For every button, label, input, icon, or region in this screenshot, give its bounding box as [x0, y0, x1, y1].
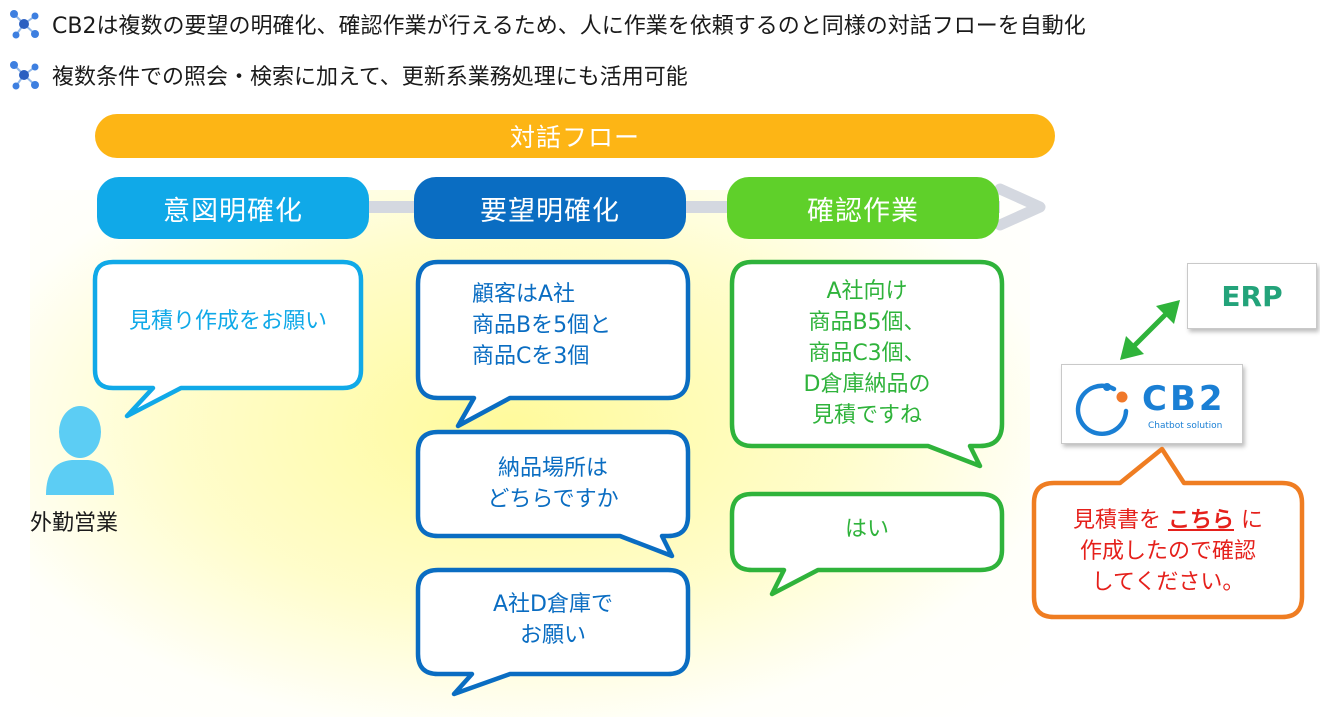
cb2-logo-box: CB2 Chatbot solution — [1061, 364, 1243, 444]
cb2-logo-subtitle: Chatbot solution — [1148, 421, 1223, 431]
bubble-text: 顧客はA社 商品Bを5個と 商品Cを3個 — [472, 281, 612, 369]
speech-bubble-shape — [415, 429, 691, 559]
bubble-text: はい — [844, 516, 889, 542]
speech-bubble-shape — [1031, 446, 1305, 620]
bubble-text: 見積り作成をお願い — [128, 308, 327, 334]
cb2-logo-text: CB2 — [1142, 379, 1226, 419]
molecule-icon — [10, 10, 39, 39]
person-label: 外勤営業 — [30, 511, 119, 536]
bullet-text-2: 複数条件での照会・検索に加えて、更新系業務処理にも活用可能 — [52, 65, 688, 90]
dialogue-flow-banner: 対話フロー — [95, 114, 1055, 158]
bubble-text: A社D倉庫で お願い — [493, 592, 613, 648]
cb2-logo-icon — [1075, 383, 1129, 437]
speech-bubble-shape — [415, 567, 691, 697]
result-text-pre: 見積書を — [1072, 508, 1168, 533]
speech-bubble-shape — [729, 491, 1005, 597]
result-link[interactable]: こちら — [1167, 508, 1234, 533]
person-icon — [46, 406, 114, 495]
flow-arrow-head-icon — [994, 183, 1046, 231]
speech-bubble-shape — [729, 259, 1005, 469]
bubble-text: 納品場所は どちらですか — [487, 456, 619, 512]
bullet-item-2: 複数条件での照会・検索に加えて、更新系業務処理にも活用可能 — [8, 58, 688, 92]
stage-intent-clarification: 意図明確化 — [97, 177, 369, 239]
result-text-post: に 作成したので確認 してください。 — [1079, 508, 1263, 595]
stage-confirmation: 確認作業 — [727, 177, 999, 239]
bubble-text: A社向け 商品B5個、 商品C3個、 D倉庫納品の 見積ですね — [803, 278, 931, 428]
speech-bubble-shape — [415, 259, 691, 429]
erp-system-box: ERP — [1187, 263, 1317, 329]
double-arrow-icon — [1120, 300, 1180, 360]
molecule-icon — [10, 61, 39, 90]
result-message: 見積書を こちら に 作成したので確認 してください。 — [1040, 505, 1296, 598]
speech-bubble-shape — [92, 259, 364, 419]
stage-request-clarification: 要望明確化 — [414, 177, 686, 239]
bullet-text-1: CB2は複数の要望の明確化、確認作業が行えるため、人に作業を依頼するのと同様の対… — [52, 14, 1086, 39]
bullet-item-1: CB2は複数の要望の明確化、確認作業が行えるため、人に作業を依頼するのと同様の対… — [8, 7, 1086, 41]
